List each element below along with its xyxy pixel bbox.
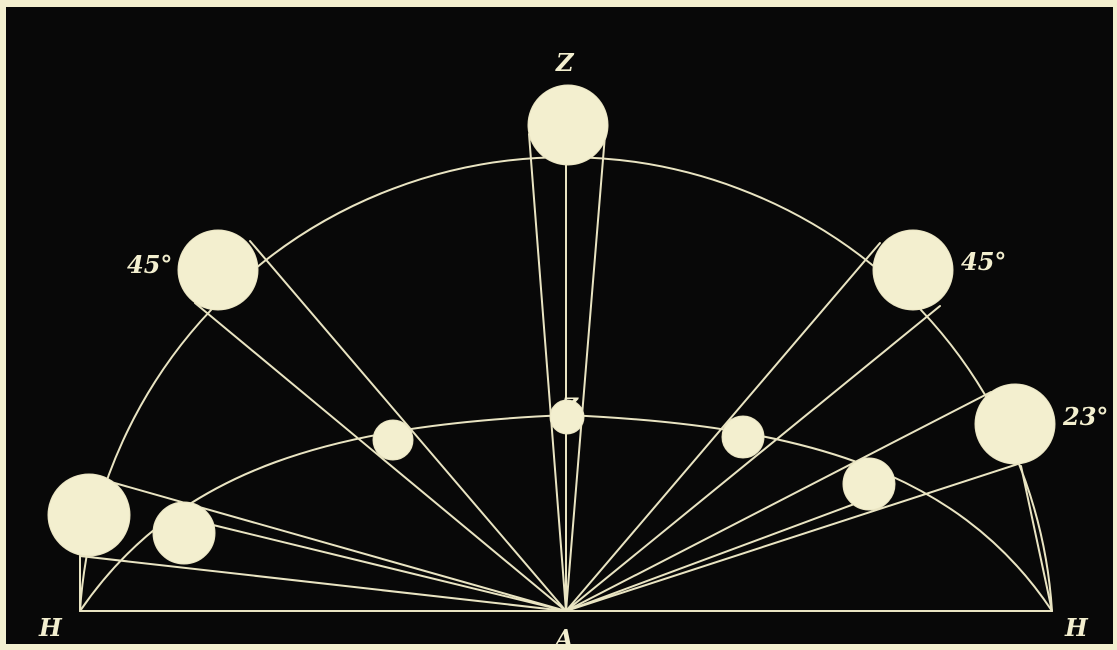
left-45-moon — [178, 230, 258, 310]
observer-label: A — [553, 624, 574, 650]
right-45-moon — [873, 230, 953, 310]
right-horizon-label: H — [1064, 613, 1089, 642]
left-middle-moon-small — [373, 420, 413, 460]
right-23-label: 23° — [1062, 402, 1108, 431]
left-horizon-label: H — [38, 613, 63, 642]
zenith-moon-large — [528, 85, 608, 165]
left-horizon-moon-small — [153, 502, 215, 564]
left-horizon-moon-large — [48, 474, 130, 556]
right-middle-moon-small — [722, 416, 764, 458]
right-23-moon — [975, 384, 1055, 464]
zenith-outer-label: Z — [555, 48, 575, 77]
left-45-label: 45° — [127, 250, 172, 279]
right-lower-moon-small — [843, 458, 895, 510]
right-45-label: 45° — [961, 247, 1006, 276]
zenith-inner-label: Z — [561, 394, 579, 420]
